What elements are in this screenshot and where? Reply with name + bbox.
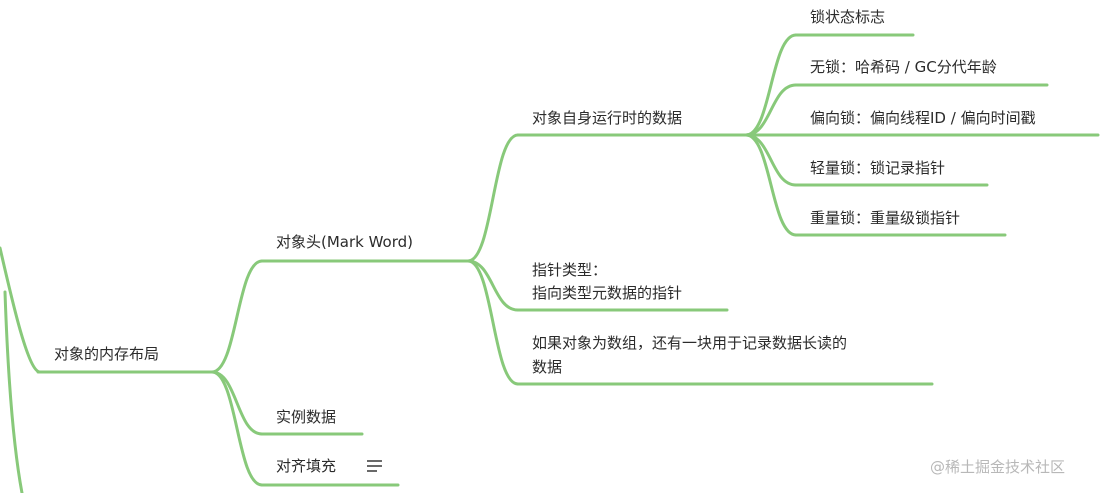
node-array-length-line1[interactable]: 如果对象为数组，还有一块用于记录数据长读的 bbox=[532, 334, 848, 352]
connector-header-array bbox=[466, 259, 520, 386]
connector-runtime-lightweight-lock bbox=[744, 133, 798, 187]
root-node-label[interactable]: 对象的内存布局 bbox=[54, 345, 160, 363]
trunk-lower-connector bbox=[3, 290, 24, 493]
node-lock-state-flag[interactable]: 锁状态标志 bbox=[810, 8, 886, 26]
notes-lines-icon[interactable] bbox=[366, 459, 384, 473]
node-runtime-data[interactable]: 对象自身运行时的数据 bbox=[532, 109, 683, 127]
node-biased-lock[interactable]: 偏向锁：偏向线程ID / 偏向时间戳 bbox=[810, 109, 1036, 127]
connector-header-runtime bbox=[466, 133, 520, 263]
node-heavyweight-lock[interactable]: 重量锁：重量级锁指针 bbox=[810, 209, 961, 227]
connector-root-padding bbox=[210, 370, 264, 487]
connector-runtime-no-lock bbox=[744, 83, 798, 137]
connector-runtime-lock-state-flag bbox=[744, 33, 798, 137]
connector-runtime-heavyweight-lock bbox=[744, 133, 798, 237]
node-object-header[interactable]: 对象头(Mark Word) bbox=[276, 233, 414, 251]
node-no-lock[interactable]: 无锁：哈希码 / GC分代年龄 bbox=[810, 58, 997, 76]
node-pointer-type-line2: 指向类型元数据的指针 bbox=[532, 284, 683, 302]
node-alignment-padding[interactable]: 对齐填充 bbox=[276, 457, 337, 475]
node-array-length-line2: 数据 bbox=[532, 358, 563, 376]
watermark: @稀土掘金技术社区 bbox=[930, 458, 1066, 476]
node-instance-data[interactable]: 实例数据 bbox=[276, 408, 337, 426]
node-pointer-type-line1[interactable]: 指针类型： bbox=[532, 261, 608, 279]
connector-header-pointer bbox=[466, 259, 520, 312]
connector-root-header bbox=[210, 259, 264, 374]
trunk-upper-connector bbox=[0, 246, 42, 374]
node-lightweight-lock[interactable]: 轻量锁：锁记录指针 bbox=[810, 159, 946, 177]
